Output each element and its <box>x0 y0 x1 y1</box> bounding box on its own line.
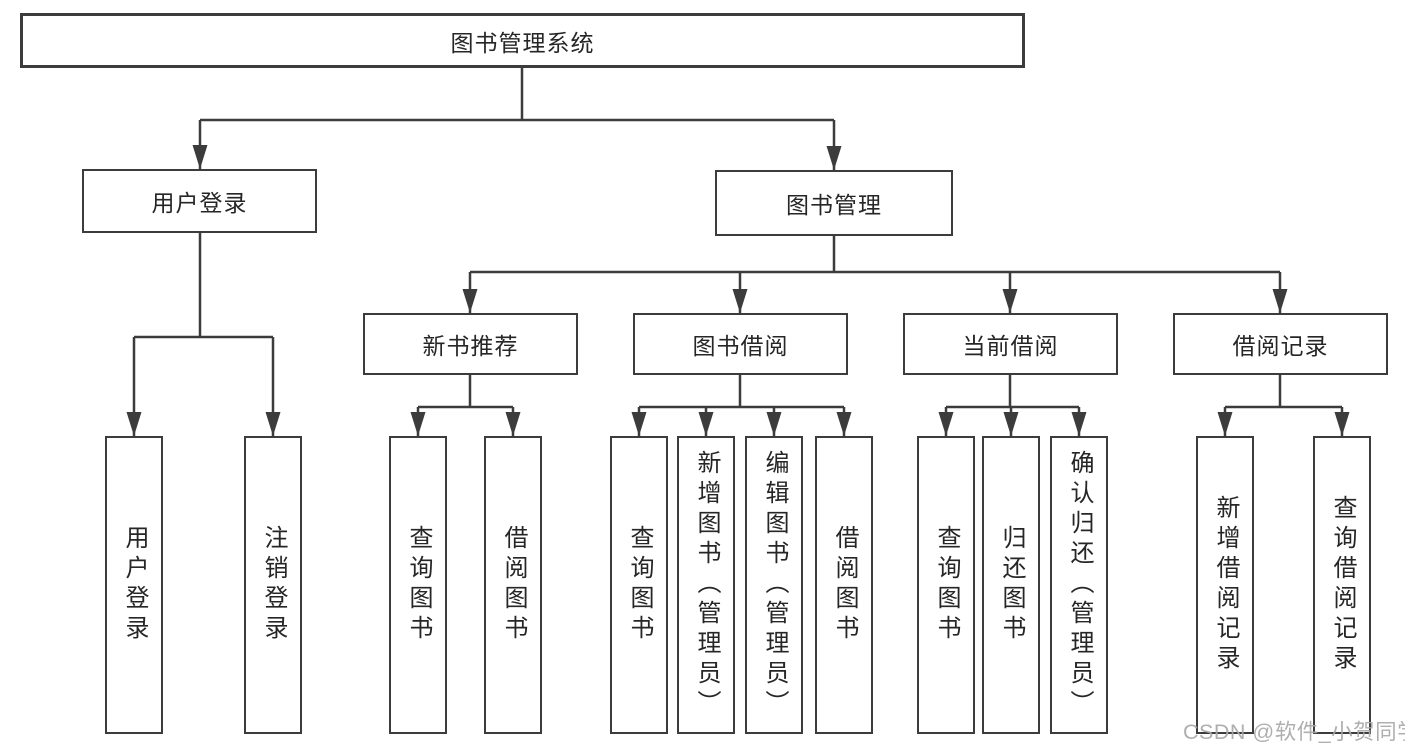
node-label: 图书管理 <box>786 192 882 218</box>
node-label: 查询图书 <box>933 525 960 645</box>
node-book-borrowing: 图书借阅 <box>633 313 848 375</box>
node-leaf-query-books-recommend: 查询图书 <box>389 436 447 734</box>
node-label: 归还图书 <box>998 525 1025 645</box>
node-label: 查询借阅记录 <box>1329 495 1356 675</box>
node-leaf-logout: 注销登录 <box>244 436 302 734</box>
node-leaf-add-book-admin: 新增图书（管理员） <box>677 436 735 734</box>
node-label: 查询图书 <box>405 525 432 645</box>
node-label: 新增图书（管理员） <box>693 450 720 720</box>
node-leaf-borrow-books-recommend: 借阅图书 <box>484 436 542 734</box>
node-leaf-query-books-current: 查询图书 <box>917 436 975 734</box>
node-leaf-add-borrow-record: 新增借阅记录 <box>1196 436 1254 734</box>
node-borrowing-records: 借阅记录 <box>1173 313 1388 375</box>
node-leaf-query-borrow-record: 查询借阅记录 <box>1313 436 1371 734</box>
node-leaf-edit-book-admin: 编辑图书（管理员） <box>745 436 803 734</box>
node-label: 借阅图书 <box>500 525 527 645</box>
node-user-login-branch: 用户登录 <box>82 169 317 233</box>
node-label: 用户登录 <box>121 525 148 645</box>
node-label: 用户登录 <box>151 190 248 216</box>
node-leaf-borrow-books-borrowing: 借阅图书 <box>815 436 873 734</box>
node-label: 图书管理系统 <box>450 29 595 56</box>
node-leaf-return-book: 归还图书 <box>982 436 1040 734</box>
node-library-management-system: 图书管理系统 <box>20 13 1025 68</box>
node-leaf-query-books-borrowing: 查询图书 <box>610 436 668 734</box>
node-label: 借阅图书 <box>831 525 858 645</box>
node-leaf-user-login: 用户登录 <box>105 436 163 734</box>
node-new-book-recommendation: 新书推荐 <box>363 313 578 375</box>
node-label: 编辑图书（管理员） <box>761 450 788 720</box>
node-label: 图书借阅 <box>692 333 789 359</box>
node-label: 借阅记录 <box>1232 333 1329 359</box>
node-label: 确认归还（管理员） <box>1066 450 1093 720</box>
node-current-borrowing: 当前借阅 <box>903 313 1118 375</box>
node-label: 当前借阅 <box>962 333 1059 359</box>
csdn-watermark: CSDN @软件_小贺同学 <box>1183 720 1405 744</box>
node-book-management-branch: 图书管理 <box>715 170 953 236</box>
node-label: 新增借阅记录 <box>1212 495 1239 675</box>
node-label: 查询图书 <box>626 525 653 645</box>
node-label: 新书推荐 <box>422 333 519 359</box>
node-leaf-confirm-return-admin: 确认归还（管理员） <box>1050 436 1108 734</box>
node-label: 注销登录 <box>260 525 287 645</box>
